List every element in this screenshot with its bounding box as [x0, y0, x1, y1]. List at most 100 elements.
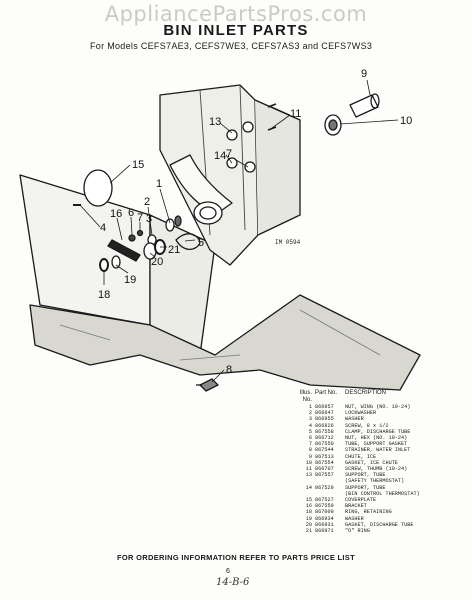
- table-cell-desc: SUPPORT, TUBE: [345, 484, 386, 491]
- table-row: (BIN CONTROL THERMOSTAT): [298, 491, 468, 497]
- models-subtitle: For Models CEFS7AE3, CEFS7WE3, CEFS7AS3 …: [90, 41, 373, 51]
- table-cell-desc: LOCKWASHER: [345, 410, 377, 417]
- table-cell-illus: 5: [308, 428, 312, 435]
- callout-13: 13: [209, 116, 221, 128]
- callout-9: 9: [361, 68, 367, 80]
- table-cell-illus: 15: [305, 497, 312, 504]
- side-housing: [254, 99, 301, 236]
- table-cell-desc: CLAMP, DISCHARGE TUBE: [345, 428, 411, 435]
- callout-3: 3: [146, 213, 152, 225]
- figure-id: IM 0594: [275, 239, 301, 246]
- handwritten-note: 14-B-6: [216, 577, 250, 588]
- table-cell-illus: 19: [305, 515, 312, 522]
- bin-floor: [29, 294, 421, 391]
- table-cell-illus: 3: [308, 416, 312, 423]
- table-cell-part: 866934: [315, 515, 334, 522]
- table-cell-illus: 11: [305, 466, 312, 473]
- table-cell-desc: CHUTE, ICE: [345, 453, 377, 460]
- table-cell-desc: BRACKET: [345, 503, 367, 510]
- table-cell-desc: STRAINER, WATER INLET: [345, 447, 411, 454]
- discharge-clamp: [175, 233, 201, 251]
- table-cell-part: 866707: [315, 466, 334, 473]
- callout-16: 16: [110, 208, 122, 220]
- page-title: BIN INLET PARTS: [163, 22, 309, 39]
- callout-7-upper: 7: [226, 148, 232, 160]
- table-cell-part: 866712: [315, 435, 334, 442]
- table-cell-part: 867527: [315, 497, 334, 504]
- table-row: (SAFETY THERMOSTAT): [298, 478, 468, 484]
- table-cell-part: 866931: [315, 521, 334, 528]
- table-cell-illus: 16: [305, 503, 312, 510]
- callout-14: 14: [214, 150, 226, 162]
- callout-21: 21: [168, 244, 180, 256]
- table-cell-desc: TUBE, SUPPORT GASKET: [345, 441, 408, 448]
- callout-11: 11: [290, 108, 301, 120]
- table-cell-part: 866955: [315, 416, 334, 423]
- table-cell-desc: GASKET, DISCHARGE TUBE: [345, 521, 414, 528]
- table-cell-illus: 21: [305, 528, 312, 535]
- table-cell-part: 866971: [315, 528, 334, 535]
- table-cell-illus: 14: [305, 484, 312, 491]
- callout-5: 5: [198, 237, 204, 249]
- coverplate: [83, 169, 113, 207]
- table-cell-desc: SUPPORT, TUBE: [345, 472, 386, 479]
- table-cell-illus: 20: [305, 521, 312, 528]
- table-cell-part: 867557: [315, 472, 334, 479]
- table-cell-illus: 4: [308, 422, 312, 429]
- callout-7: 7: [137, 212, 143, 224]
- table-cell-part: 867513: [315, 453, 334, 460]
- callout-2: 2: [144, 196, 150, 208]
- table-cell-desc: SCREW, 8 x 1/2: [345, 422, 389, 429]
- table-cell-part: 867529: [315, 484, 334, 491]
- exploded-diagram: 15 9 10 13 11 14 7 1 2 3 16 6 7 4 5 21 2…: [19, 68, 421, 392]
- ordering-footer: FOR ORDERING INFORMATION REFER TO PARTS …: [117, 553, 355, 562]
- header-part: Part No.: [315, 390, 338, 396]
- water-inlet-strainer: [196, 378, 219, 392]
- table-cell-desc: (BIN CONTROL THERMOSTAT): [345, 490, 420, 497]
- table-cell-illus: 13: [305, 472, 312, 479]
- table-cell-desc: COVERPLATE: [345, 497, 377, 504]
- table-cell-desc: RING, RETAINING: [345, 509, 392, 516]
- table-cell-part: 867559: [315, 503, 334, 510]
- table-cell-part: 867544: [315, 447, 334, 454]
- table-cell-desc: GASKET, ICE CHUTE: [345, 459, 398, 466]
- table-cell-part: 866957: [315, 404, 334, 410]
- table-cell-desc: "O" RING: [345, 528, 370, 535]
- table-cell-desc: WASHER: [345, 416, 364, 423]
- table-cell-illus: 18: [305, 509, 312, 516]
- bracket: [107, 239, 141, 262]
- callout-15: 15: [132, 159, 144, 171]
- table-cell-part: 866647: [315, 410, 334, 417]
- ice-chute: [349, 93, 380, 118]
- table-cell-illus: 8: [308, 447, 312, 454]
- table-cell-illus: 1: [308, 404, 312, 410]
- table-cell-desc: NUT, WING (NO. 10-24): [345, 404, 411, 410]
- table-cell-part: 867550: [315, 441, 334, 448]
- callout-10: 10: [400, 115, 412, 127]
- table-cell-illus: 7: [308, 441, 312, 448]
- parts-table-header: Illus. No. Part No. DESCRIPTION: [298, 390, 468, 404]
- table-cell-part: 867000: [315, 509, 334, 516]
- table-cell-part: 867558: [315, 428, 334, 435]
- table-cell-part: 866826: [315, 422, 334, 429]
